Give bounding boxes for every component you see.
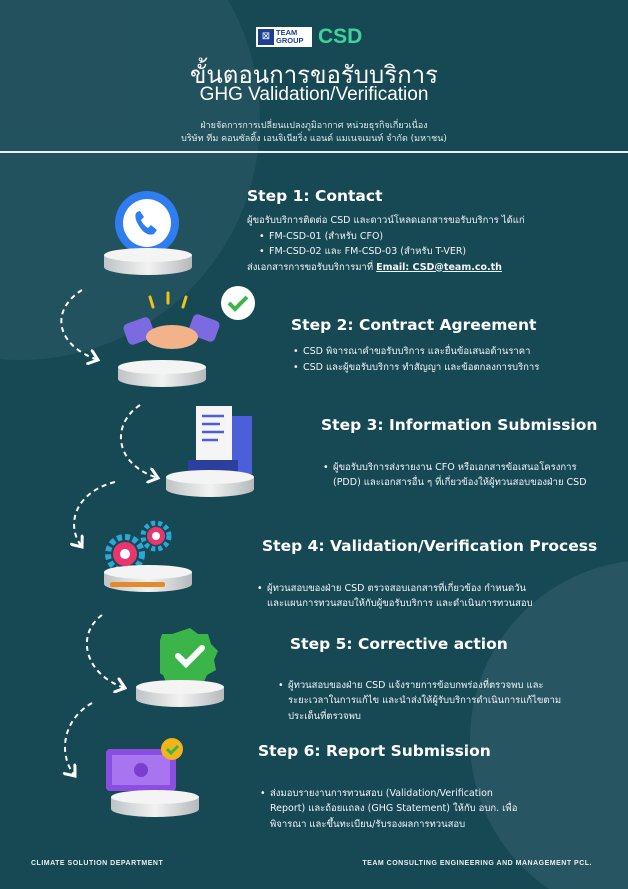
arrow-3-4 [74,481,116,547]
handshake-icon [123,286,255,349]
step-2-body: CSD พิจารณาคำขอรับบริการ และยื่นข้อเสนอด… [291,344,539,375]
arrow-4-5 [85,614,125,688]
step-5-title: Step 5: Corrective action [290,635,508,653]
step-2-bullet: CSD พิจารณาคำขอรับบริการ และยื่นข้อเสนอด… [291,344,539,360]
page-subtitle: GHG Validation/Verification [199,84,429,105]
pedestal [166,470,254,500]
email-link[interactable]: Email: CSD@team.co.th [376,261,502,273]
department-line: ฝ่ายจัดการการเปลี่ยนแปลงภูมิอากาศ หน่วยธ… [200,121,428,131]
step-4-body: ผู้ทวนสอบของฝ่าย CSD ตรวจสอบเอกสารที่เกี… [255,565,533,627]
step-3-title: Step 3: Information Submission [321,416,598,434]
team-logo-icon: ⊠ [258,29,274,45]
phone-icon [115,191,179,255]
pedestal [111,790,199,820]
arrow-2-3 [119,404,158,478]
company-line: บริษัท ทีม คอนซัลติ้ง เอนจิเนียริ่ง แอนด… [181,134,447,144]
pedestal [136,680,224,710]
step-6-body: ส่งมอบรายงานการทวนสอบ (Validation/Verifi… [258,770,517,848]
step-1-title: Step 1: Contact [247,187,383,205]
step-6-title: Step 6: Report Submission [258,742,491,760]
step-3-body: ผู้ขอรับบริการส่งรายงาน CFO หรือเอกสารข้… [321,444,587,506]
step-4-bullet: ผู้ทวนสอบของฝ่าย CSD ตรวจสอบเอกสารที่เกี… [255,581,533,612]
arrow-1-2 [60,289,98,360]
step-6-bullet: ส่งมอบรายงานการทวนสอบ (Validation/Verifi… [258,786,517,833]
step-3-bullet: ผู้ขอรับบริการส่งรายงาน CFO หรือเอกสารข้… [321,460,587,491]
step-1-bullet: FM-CSD-02 และ FM-CSD-03 (สำหรับ T-VER) [257,244,525,260]
footer-department: CLIMATE SOLUTION DEPARTMENT [31,860,164,867]
logo-badge: CSD [318,25,363,48]
documents-icon [188,406,252,474]
footer-company: TEAM CONSULTING ENGINEERING AND MANAGEME… [362,860,592,867]
step-1-body: ผู้ขอรับบริการติดต่อ CSD และดาวน์โหลดเอก… [247,213,525,275]
step-4-title: Step 4: Validation/Verification Process [262,537,598,555]
step-1-outro: ส่งเอกสารการขอรับบริการมาที่ [247,261,374,273]
arrow-5-6 [65,702,93,776]
pedestal [104,248,192,278]
page-title: ขั้นตอนการขอรับบริการ [189,62,439,89]
check-badge-icon [160,628,218,686]
divider [0,151,628,153]
step-1-intro: ผู้ขอรับบริการติดต่อ CSD และดาวน์โหลดเอก… [247,215,525,226]
pedestal [118,360,206,390]
step-2-bullet: CSD และผู้ขอรับบริการ ทำสัญญา และข้อตกลง… [291,360,539,376]
step-2-title: Step 2: Contract Agreement [291,316,537,334]
step-5-bullet: ผู้ทวนสอบของฝ่าย CSD แจ้งรายการข้อบกพร่อ… [276,678,561,725]
certificate-icon [106,738,183,791]
step-5-body: ผู้ทวนสอบของฝ่าย CSD แจ้งรายการข้อบกพร่อ… [276,662,561,740]
step-1-bullet: FM-CSD-01 (สำหรับ CFO) [257,229,525,245]
